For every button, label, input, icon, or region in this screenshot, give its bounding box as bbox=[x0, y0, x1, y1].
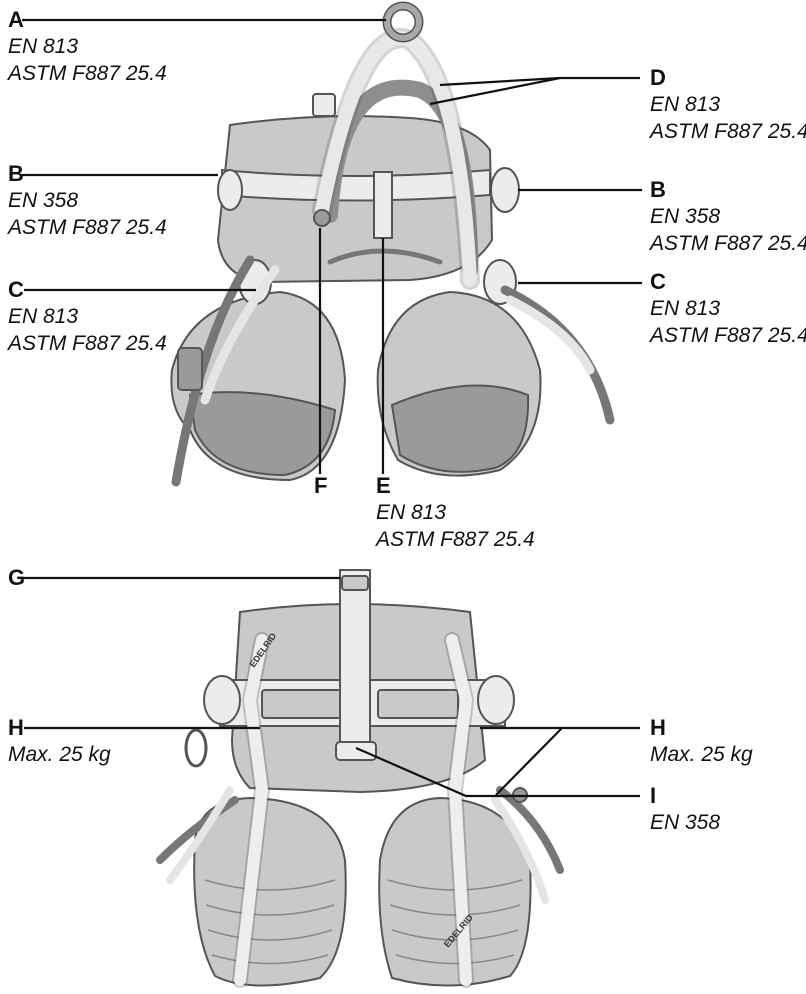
back-left-leg-loop bbox=[193, 796, 347, 987]
back-left-suspender bbox=[234, 634, 269, 986]
label-i: I EN 358 bbox=[650, 782, 720, 836]
left-rope-light bbox=[200, 265, 280, 405]
label-d: D EN 813 ASTM F887 25.4 bbox=[650, 64, 806, 145]
label-h-left-letter: H bbox=[8, 715, 24, 740]
back-right-suspender bbox=[446, 634, 473, 986]
label-g: G bbox=[8, 564, 25, 591]
label-g-letter: G bbox=[8, 565, 26, 590]
label-e: E EN 813 ASTM F887 25.4 bbox=[376, 472, 535, 553]
leader-d-1 bbox=[429, 76, 640, 106]
label-a-standard-1: EN 813 bbox=[8, 35, 79, 58]
label-h-right-limit: Max. 25 kg bbox=[650, 743, 753, 766]
label-b-right: B EN 358 ASTM F887 25.4 bbox=[650, 176, 806, 257]
label-a-letter: A bbox=[8, 7, 24, 32]
left-side-ring-b bbox=[217, 169, 243, 211]
front-belt-strap bbox=[221, 168, 491, 202]
center-attachment-e bbox=[373, 171, 393, 239]
top-small-loop bbox=[312, 93, 336, 117]
back-left-rope-dark bbox=[156, 796, 239, 864]
label-h-right: H Max. 25 kg bbox=[650, 714, 753, 768]
label-i-standard: EN 358 bbox=[650, 811, 721, 834]
back-left-loop-h bbox=[203, 675, 241, 725]
label-b-right-letter: B bbox=[650, 177, 666, 202]
right-leg-pad bbox=[390, 384, 530, 473]
label-c-right: C EN 813 ASTM F887 25.4 bbox=[650, 268, 806, 349]
leader-h-right-2 bbox=[495, 727, 563, 796]
back-attachment-i bbox=[335, 741, 377, 761]
label-c-left-standard-1: EN 813 bbox=[8, 305, 79, 328]
back-right-rope-light bbox=[491, 796, 549, 904]
label-c-right-standard-2: ASTM F887 25.4 bbox=[650, 324, 806, 347]
label-b-right-standard-1: EN 358 bbox=[650, 205, 721, 228]
front-view-harness bbox=[170, 1, 615, 487]
right-side-ring-b bbox=[490, 167, 520, 213]
label-e-standard-1: EN 813 bbox=[376, 501, 447, 524]
label-c-right-letter: C bbox=[650, 269, 666, 294]
label-d-standard-1: EN 813 bbox=[650, 93, 721, 116]
label-e-standard-2: ASTM F887 25.4 bbox=[376, 528, 535, 551]
back-carabiner bbox=[184, 728, 208, 768]
label-h-left-limit: Max. 25 kg bbox=[8, 743, 111, 766]
left-rope-dark bbox=[171, 255, 255, 487]
leader-d-2 bbox=[439, 76, 561, 87]
left-leg-pad bbox=[188, 391, 337, 477]
label-h-left: H Max. 25 kg bbox=[8, 714, 111, 768]
label-b-left-standard-2: ASTM F887 25.4 bbox=[8, 216, 167, 239]
label-i-letter: I bbox=[650, 783, 657, 808]
back-view-harness: EDELRID EDELRID bbox=[156, 569, 564, 988]
label-b-left: B EN 358 ASTM F887 25.4 bbox=[8, 160, 167, 241]
label-c-right-standard-1: EN 813 bbox=[650, 297, 721, 320]
label-f: F bbox=[314, 472, 327, 499]
label-h-right-letter: H bbox=[650, 715, 666, 740]
label-d-standard-2: ASTM F887 25.4 bbox=[650, 120, 806, 143]
buckle-f bbox=[313, 209, 331, 227]
top-strap-g bbox=[339, 569, 371, 761]
label-c-left: C EN 813 ASTM F887 25.4 bbox=[8, 276, 167, 357]
label-b-left-standard-1: EN 358 bbox=[8, 189, 79, 212]
left-holster bbox=[177, 347, 203, 391]
label-c-left-letter: C bbox=[8, 277, 24, 302]
back-right-loop-h bbox=[477, 675, 515, 725]
label-b-left-letter: B bbox=[8, 161, 24, 186]
label-a-standard-2: ASTM F887 25.4 bbox=[8, 62, 167, 85]
label-c-left-standard-2: ASTM F887 25.4 bbox=[8, 332, 167, 355]
leader-lines bbox=[22, 18, 642, 798]
label-f-letter: F bbox=[314, 473, 328, 498]
label-d-letter: D bbox=[650, 65, 666, 90]
back-left-rope-light bbox=[166, 786, 234, 884]
right-rope-light bbox=[505, 295, 595, 375]
label-e-letter: E bbox=[376, 473, 391, 498]
label-a: A EN 813 ASTM F887 25.4 bbox=[8, 6, 167, 87]
label-b-right-standard-2: ASTM F887 25.4 bbox=[650, 232, 806, 255]
leader-i bbox=[355, 746, 640, 798]
